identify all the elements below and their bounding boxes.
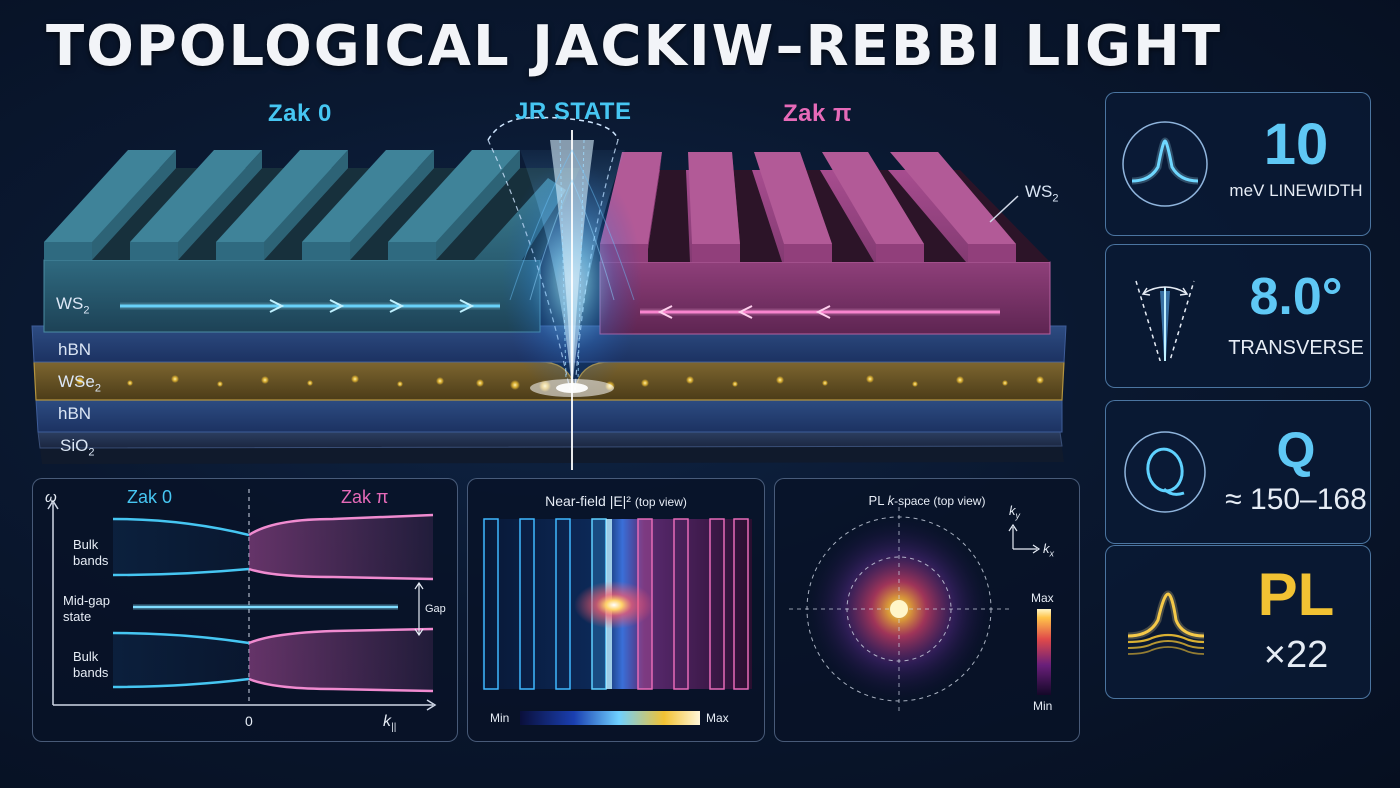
- divergence-cone-icon: [1135, 280, 1195, 361]
- gap-label: Gap: [425, 603, 446, 615]
- transverse-value: 8.0°: [1249, 268, 1343, 326]
- pl-value: PL: [1257, 561, 1335, 628]
- pl-enhancement-label: ×22: [1263, 634, 1329, 676]
- metric-card-transverse: 8.0° TRANSVERSE: [1105, 244, 1371, 388]
- pl-waves-icon: [1127, 590, 1205, 655]
- zakpi-label: Zak π: [783, 100, 852, 127]
- zak0-label: Zak 0: [268, 100, 332, 127]
- kspace-panel: PL k-space (top view) ky kx Max Min: [774, 478, 1080, 742]
- linewidth-label: meV LINEWIDTH: [1229, 181, 1363, 200]
- k-zero-label: 0: [245, 713, 253, 729]
- layer-label-hbn-bottom: hBN: [58, 404, 92, 423]
- k-axis-label: k||: [383, 713, 397, 734]
- nearfield-panel: Near-field |E|² (top view) Min Max: [467, 478, 765, 742]
- metric-card-linewidth: 10 meV LINEWIDTH: [1105, 92, 1371, 236]
- heterostructure-svg: [31, 116, 1067, 470]
- zak0-grating: [43, 150, 580, 333]
- metric-card-pl: PL ×22: [1105, 545, 1371, 699]
- band-diagram-svg: [47, 489, 437, 711]
- layer-label-sio2: SiO2: [60, 436, 95, 459]
- q-factor-icon: [1124, 431, 1206, 513]
- q-value: Q: [1276, 422, 1316, 478]
- ky-axis-label: ky: [1009, 503, 1020, 521]
- omega-axis-label: ω: [45, 489, 57, 506]
- heterostructure-illustration: Zak 0 JR STATE Zak π WS2 WS2 hBN WSe2 hB…: [0, 0, 1100, 470]
- nearfield-min-label: Min: [490, 711, 510, 725]
- jr-state-beam: [487, 116, 642, 470]
- page-title: TOPOLOGICAL JACKIW–REBBI LIGHT: [46, 14, 1223, 79]
- zakpi-grating: [599, 152, 1051, 335]
- metric-card-q: Q ≈ 150–168: [1105, 400, 1371, 544]
- kspace-max-label: Max: [1031, 591, 1054, 605]
- ws2-right-label: WS2: [1025, 182, 1059, 205]
- nearfield-max-label: Max: [706, 711, 729, 725]
- nearfield-svg: [482, 518, 752, 725]
- layer-label-wse2: WSe2: [58, 372, 101, 395]
- kx-axis-label: kx: [1043, 541, 1054, 559]
- q-range-label: ≈ 150–168: [1225, 483, 1367, 516]
- kspace-min-label: Min: [1033, 699, 1053, 713]
- jr-state-label: JR STATE: [515, 98, 632, 125]
- transverse-label: TRANSVERSE: [1228, 337, 1364, 359]
- band-zak0-label: Zak 0: [127, 487, 173, 507]
- kspace-svg: [789, 507, 1051, 713]
- linewidth-value: 10: [1263, 112, 1329, 177]
- linewidth-peak-icon: [1122, 121, 1208, 207]
- kspace-title: PL k-space (top view): [868, 493, 986, 508]
- layer-label-hbn-top: hBN: [58, 340, 92, 359]
- layer-label-ws2: WS2: [56, 294, 90, 317]
- nearfield-title: Near-field |E|² (top view): [545, 493, 687, 509]
- band-zakpi-label: Zak π: [341, 487, 389, 507]
